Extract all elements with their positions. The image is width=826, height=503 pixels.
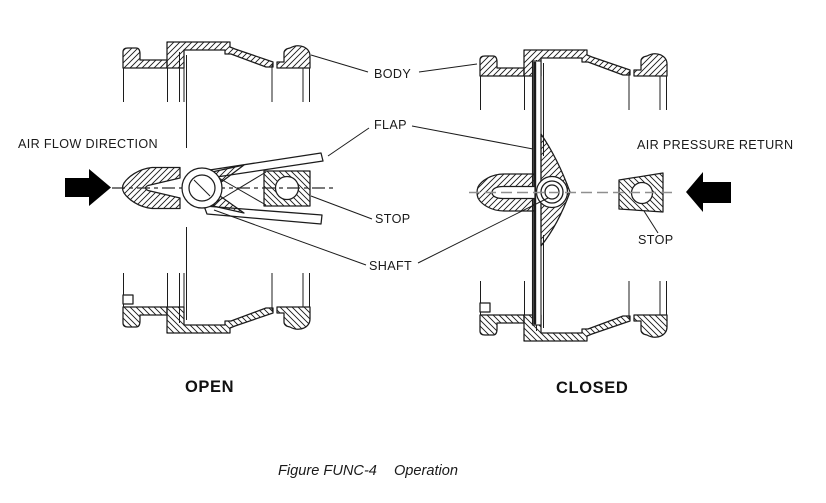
closed-valve-body-bottom <box>479 234 668 342</box>
closed-state-title: CLOSED <box>556 379 629 397</box>
flap-callout-label: FLAP <box>374 118 407 132</box>
figure-caption-title: Operation <box>393 463 459 479</box>
stop-callout-label: STOP <box>375 212 411 226</box>
left-arrow-icon <box>686 172 731 212</box>
closed-stop-label: STOP <box>638 233 674 247</box>
figure-caption: Figure FUNC-4 Operation <box>278 463 458 481</box>
closed-flap-assembly <box>469 60 677 326</box>
open-valve-body-top <box>122 41 311 149</box>
open-flap-lower-half <box>203 205 323 225</box>
body-callout-label: BODY <box>374 67 412 81</box>
open-state-title: OPEN <box>185 378 235 396</box>
flange-notch <box>122 294 134 305</box>
flange-notch <box>479 302 491 313</box>
air-pressure-return-label: AIR PRESSURE RETURN <box>637 138 794 152</box>
leader-lines <box>213 54 659 266</box>
figure-caption-label: Figure FUNC-4 <box>278 463 377 479</box>
right-arrow-icon <box>65 169 111 206</box>
open-flap-assembly <box>112 152 333 225</box>
open-valve-body-bottom <box>122 226 311 334</box>
air-flow-direction-label: AIR FLOW DIRECTION <box>18 137 158 151</box>
shaft-callout-label: SHAFT <box>369 259 413 273</box>
